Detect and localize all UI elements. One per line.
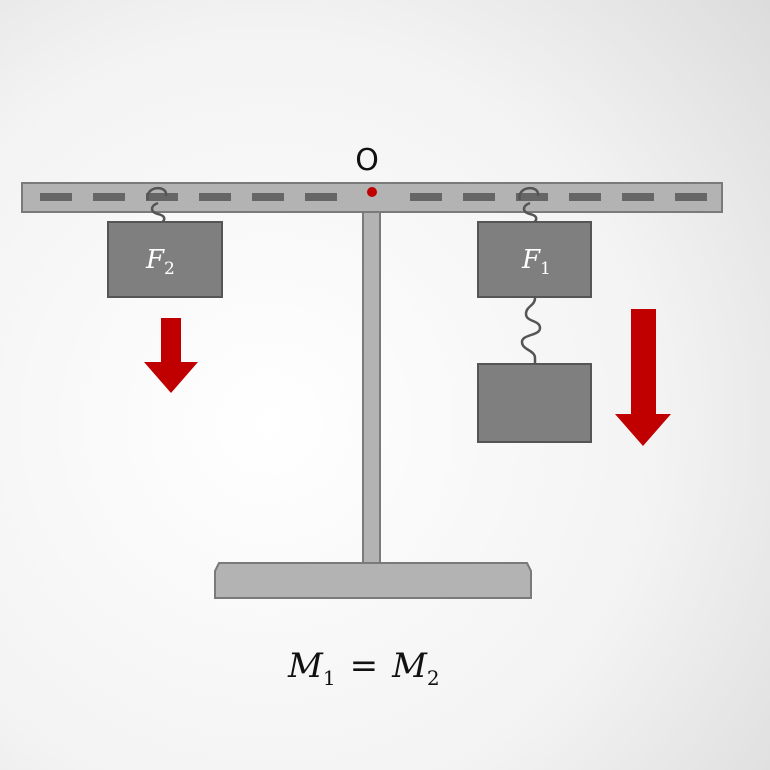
equation-rhs-sub: 2 <box>427 666 440 690</box>
left-force-arrow <box>144 318 198 393</box>
stand-base <box>214 562 532 599</box>
equation-rhs-main: M <box>391 646 428 686</box>
right-weight-hook <box>518 187 540 226</box>
left-weight-label: F2 <box>145 245 175 279</box>
stand-post <box>362 204 381 568</box>
right-weight-label: F1 <box>521 245 551 279</box>
equation-lhs-main: M <box>287 646 324 686</box>
extra-weight <box>477 363 592 443</box>
beam-marks <box>40 193 707 201</box>
spring-hook <box>520 297 542 364</box>
pivot-label: O <box>355 143 379 178</box>
pivot-dot <box>367 187 377 197</box>
left-weight-label-sub: 2 <box>164 259 175 279</box>
equation-lhs-sub: 1 <box>323 666 336 690</box>
equation-operator: = <box>350 646 379 686</box>
right-force-arrow <box>615 309 671 446</box>
left-weight-label-main: F <box>145 245 165 275</box>
moment-equation: M1=M2 <box>287 646 440 690</box>
right-weight-label-sub: 1 <box>540 259 551 279</box>
left-weight-hook <box>146 187 168 226</box>
left-weight <box>107 221 223 298</box>
right-weight <box>477 221 592 298</box>
right-weight-label-main: F <box>521 245 541 275</box>
